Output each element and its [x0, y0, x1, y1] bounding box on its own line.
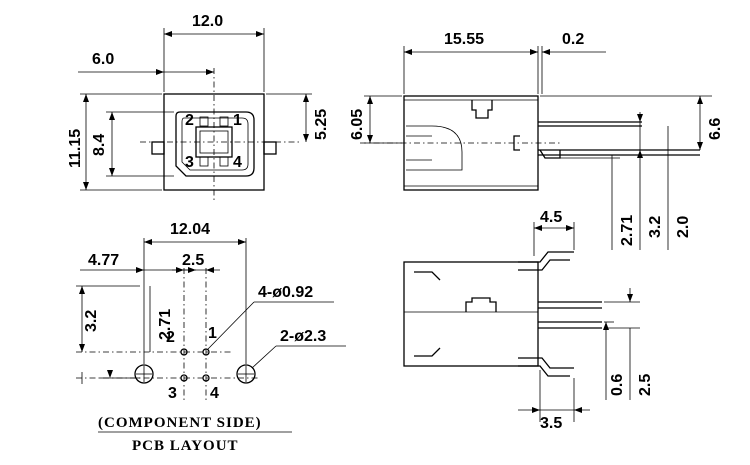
dim-pitch-label: 2.5 [182, 252, 204, 269]
pin-label-2: 2 [166, 329, 175, 346]
caption-pcb-layout: PCB LAYOUT [132, 438, 239, 454]
front-view: 2 1 3 4 12.0 6.0 11.15 8.4 5 [67, 13, 330, 200]
dim-top-label: 4.5 [540, 209, 562, 226]
pin-label-3: 3 [185, 154, 194, 171]
bottom-view: 4.5 3.5 0.6 2.5 [403, 209, 654, 432]
pin-label-1: 1 [208, 325, 217, 342]
pin-label-1: 1 [233, 112, 242, 129]
dim-offset-label: 4.77 [88, 252, 119, 269]
dim-c-label: 2.0 [675, 216, 692, 238]
pin-label-4: 4 [210, 385, 219, 402]
dim-offset-label: 6.0 [92, 51, 114, 68]
hole-large-label: 2-ø2.3 [280, 328, 326, 345]
dim-right-label: 6.6 [707, 118, 724, 140]
dim-gap-label: 0.2 [562, 31, 584, 48]
dim-a-label: 2.71 [619, 215, 636, 246]
pin-label-2: 2 [185, 112, 194, 129]
dim-width-label: 12.0 [192, 13, 223, 30]
dim-inner-label: 8.4 [91, 134, 108, 156]
dim-width-label: 12.04 [170, 221, 210, 238]
dim-row-label: 2.71 [157, 309, 174, 340]
dim-a-label: 0.6 [609, 374, 626, 396]
pin-label-4: 4 [233, 154, 242, 171]
dim-height-label: 11.15 [67, 129, 84, 168]
hole-small-label: 4-ø0.92 [258, 284, 313, 301]
dim-height-label: 6.05 [349, 109, 366, 140]
caption-component-side: (COMPONENT SIDE) [98, 415, 262, 431]
dim-bottom-label: 3.5 [540, 415, 562, 432]
dim-b-label: 2.5 [637, 374, 654, 396]
dim-vert-label: 3.2 [83, 310, 100, 332]
dim-b-label: 3.2 [647, 216, 664, 238]
pcb-layout: 12.04 4.77 2.5 3.2 2.71 2 1 3 4 4-ø0.92 [76, 221, 346, 454]
side-view: 15.55 0.2 6.05 6.6 2.71 3.2 2.0 [349, 31, 724, 250]
dim-length-label: 15.55 [444, 31, 484, 48]
dim-center-label: 5.25 [313, 109, 330, 140]
pin-label-3: 3 [168, 385, 177, 402]
